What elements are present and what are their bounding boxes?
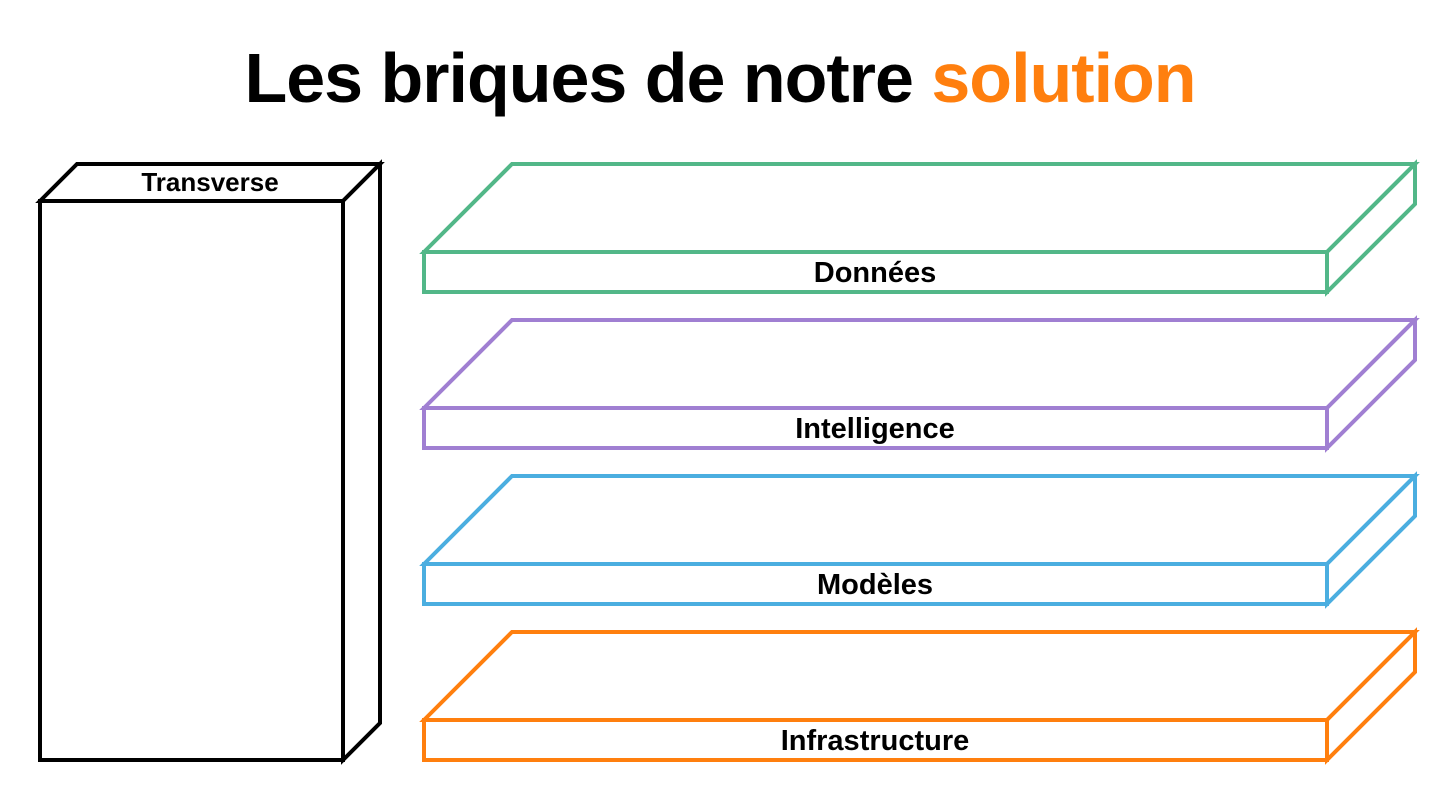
transverse-front-face — [38, 199, 345, 762]
layer-front-face — [422, 406, 1329, 450]
transverse-label: Transverse — [141, 167, 278, 197]
layer-label-modeles: Modèles — [817, 569, 933, 601]
layer-top-face — [419, 318, 1420, 410]
transverse-side-face — [341, 159, 382, 765]
layer-front-face — [422, 562, 1329, 606]
layer-top-face — [419, 162, 1420, 254]
layer-top-face — [419, 630, 1420, 722]
layer-label-infrastructure: Infrastructure — [781, 725, 970, 757]
page-title: Les briques de notre solution — [0, 38, 1440, 118]
layer-front-face — [422, 250, 1329, 294]
layer-label-donnees: Données — [814, 257, 936, 289]
layer-top-face — [419, 474, 1420, 566]
layer-front-face — [422, 718, 1329, 762]
transverse-block: Transverse — [35, 159, 385, 765]
layer-slab-infrastructure: Infrastructure — [419, 627, 1420, 765]
layer-slab-modeles: Modèles — [419, 471, 1420, 609]
title-accent: solution — [931, 39, 1196, 117]
layer-slab-intelligence: Intelligence — [419, 315, 1420, 453]
layer-label-intelligence: Intelligence — [795, 413, 955, 445]
title-prefix: Les briques de notre — [244, 39, 913, 117]
layer-slab-donnees: Données — [419, 159, 1420, 297]
